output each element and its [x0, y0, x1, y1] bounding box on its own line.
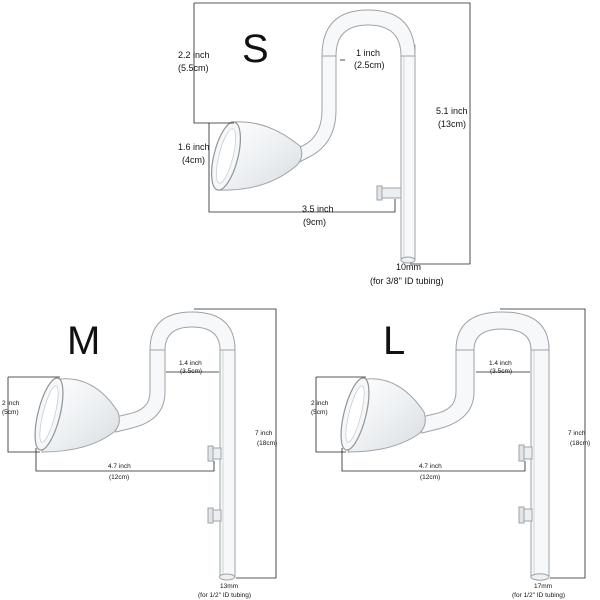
bend-metric-l: (3.5cm) — [490, 368, 512, 375]
height-label-l: 7 inch — [568, 430, 586, 437]
height-label-m: 7 inch — [255, 430, 273, 437]
pipe-l-illustration — [417, 311, 550, 581]
size-label-s: S — [242, 27, 269, 71]
length-label-m: 4.7 inch — [108, 463, 131, 470]
height-metric-s: (13cm) — [438, 119, 466, 129]
height-label-s: 5.1 inch — [436, 106, 468, 116]
funnel-metric-l: (5cm) — [311, 409, 328, 416]
bend-label-m: 1.4 inch — [179, 360, 202, 367]
funnel-metric-s: (4cm) — [182, 155, 205, 165]
length-metric-s: (9cm) — [303, 217, 326, 227]
dimension-lines-l — [315, 308, 586, 579]
outlet-label-m: 13mm — [220, 583, 238, 590]
length-metric-l: (12cm) — [420, 474, 440, 481]
funnel-label-s: 1.6 inch — [178, 142, 210, 152]
height-metric-m: (18cm) — [257, 440, 277, 447]
funnel-label-m: 2 inch — [2, 400, 20, 407]
outlet-note-l: (for 1/2'' ID tubing) — [512, 592, 565, 599]
bend-metric-s: (2.5cm) — [354, 60, 385, 70]
dimension-lines-m — [7, 308, 277, 579]
funnel-s-illustration — [211, 121, 303, 191]
outlet-note-s: (for 3/8'' ID tubing) — [370, 276, 443, 286]
bend-label-s: 1 inch — [356, 48, 380, 58]
reach-metric-s: (5.5cm) — [178, 63, 209, 73]
funnel-m-illustration — [34, 377, 120, 453]
dimension-lines-s — [193, 2, 471, 265]
product-l: L 1.4 inch (3.5cm) 7 inch (18cm) 2 inch … — [311, 308, 590, 599]
outlet-label-s: 10mm — [396, 262, 421, 272]
funnel-l-illustration — [340, 377, 426, 453]
outlet-label-l: 17mm — [534, 583, 552, 590]
pipe-s-illustration — [289, 9, 416, 264]
bend-metric-m: (3.5cm) — [180, 368, 202, 375]
length-metric-m: (12cm) — [109, 474, 129, 481]
length-label-s: 3.5 inch — [302, 204, 334, 214]
reach-label-s: 2.2 inch — [178, 50, 210, 60]
length-label-l: 4.7 inch — [419, 463, 442, 470]
funnel-metric-m: (5cm) — [2, 409, 19, 416]
funnel-label-l: 2 inch — [311, 400, 329, 407]
outlet-note-m: (for 1/2'' ID tubing) — [198, 592, 251, 599]
height-metric-l: (18cm) — [570, 440, 590, 447]
product-m: M 1.4 inch (3.5cm) 7 inch (18cm) 2 inch … — [2, 308, 277, 599]
size-label-m: M — [67, 319, 100, 363]
product-s: S 1 inch (2.5cm) 2.2 inch (5.5cm) 5.1 in… — [178, 2, 471, 286]
pipe-m-illustration — [111, 311, 236, 581]
size-label-l: L — [383, 319, 405, 363]
bend-label-l: 1.4 inch — [489, 360, 512, 367]
